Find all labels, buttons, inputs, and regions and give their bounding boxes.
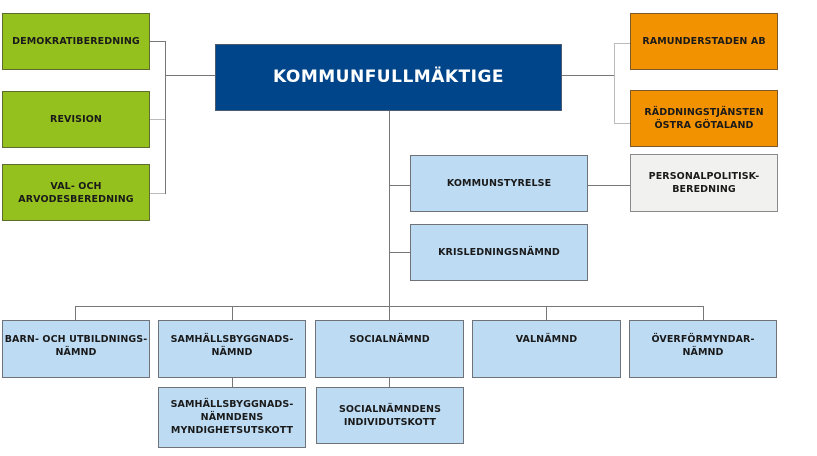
- krisledningsnamnd-box: KRISLEDNINGSNÄMND: [410, 224, 588, 281]
- connector: [149, 119, 165, 120]
- connector: [614, 43, 615, 124]
- connector: [75, 306, 76, 320]
- demokratiberedning-box: DEMOKRATIBEREDNING: [2, 13, 150, 70]
- connector: [389, 377, 390, 387]
- connector: [149, 193, 165, 194]
- overformyndarnamnd-box: ÖVERFÖRMYNDAR- NÄMND: [629, 320, 777, 378]
- samhallsbyggnad-myndighetsutskott-box: SAMHÄLLSBYGGNADS- NÄMNDENS MYNDIGHETSUTS…: [158, 387, 306, 448]
- kommunstyrelse-box: KOMMUNSTYRELSE: [410, 155, 588, 212]
- connector: [546, 306, 547, 320]
- connector: [165, 75, 215, 76]
- socialnamnd-individutskott-box: SOCIALNÄMNDENS INDIVIDUTSKOTT: [316, 387, 464, 444]
- connector: [561, 75, 614, 76]
- connector: [614, 43, 630, 44]
- valnamnd-box: VALNÄMND: [472, 320, 621, 378]
- connector: [389, 252, 410, 253]
- val-och-arvodesberedning-box: VAL- OCH ARVODESBEREDNING: [2, 164, 150, 221]
- barn-och-utbildningsnamnd-box: BARN- OCH UTBILDNINGS- NÄMND: [2, 320, 150, 378]
- personalpolitisk-beredning-box: PERSONALPOLITISK- BEREDNING: [630, 154, 778, 212]
- socialnamnd-box: SOCIALNÄMND: [315, 320, 464, 378]
- connector: [587, 185, 630, 186]
- samhallsbyggnadsnamnd-box: SAMHÄLLSBYGGNADS- NÄMND: [158, 320, 306, 378]
- revision-box: REVISION: [2, 91, 150, 148]
- connector: [389, 111, 390, 320]
- connector: [232, 306, 233, 320]
- kommunfullmaktige-box: KOMMUNFULLMÄKTIGE: [215, 44, 562, 111]
- connector: [389, 185, 410, 186]
- connector: [165, 41, 166, 194]
- raddningstjansten-box: RÄDDNINGSTJÄNSTEN ÖSTRA GÖTALAND: [630, 90, 778, 147]
- ramunderstaden-box: RAMUNDERSTADEN AB: [630, 13, 778, 70]
- connector: [703, 306, 704, 320]
- connector: [232, 377, 233, 387]
- connector: [75, 306, 704, 307]
- connector: [614, 123, 630, 124]
- connector: [149, 41, 165, 42]
